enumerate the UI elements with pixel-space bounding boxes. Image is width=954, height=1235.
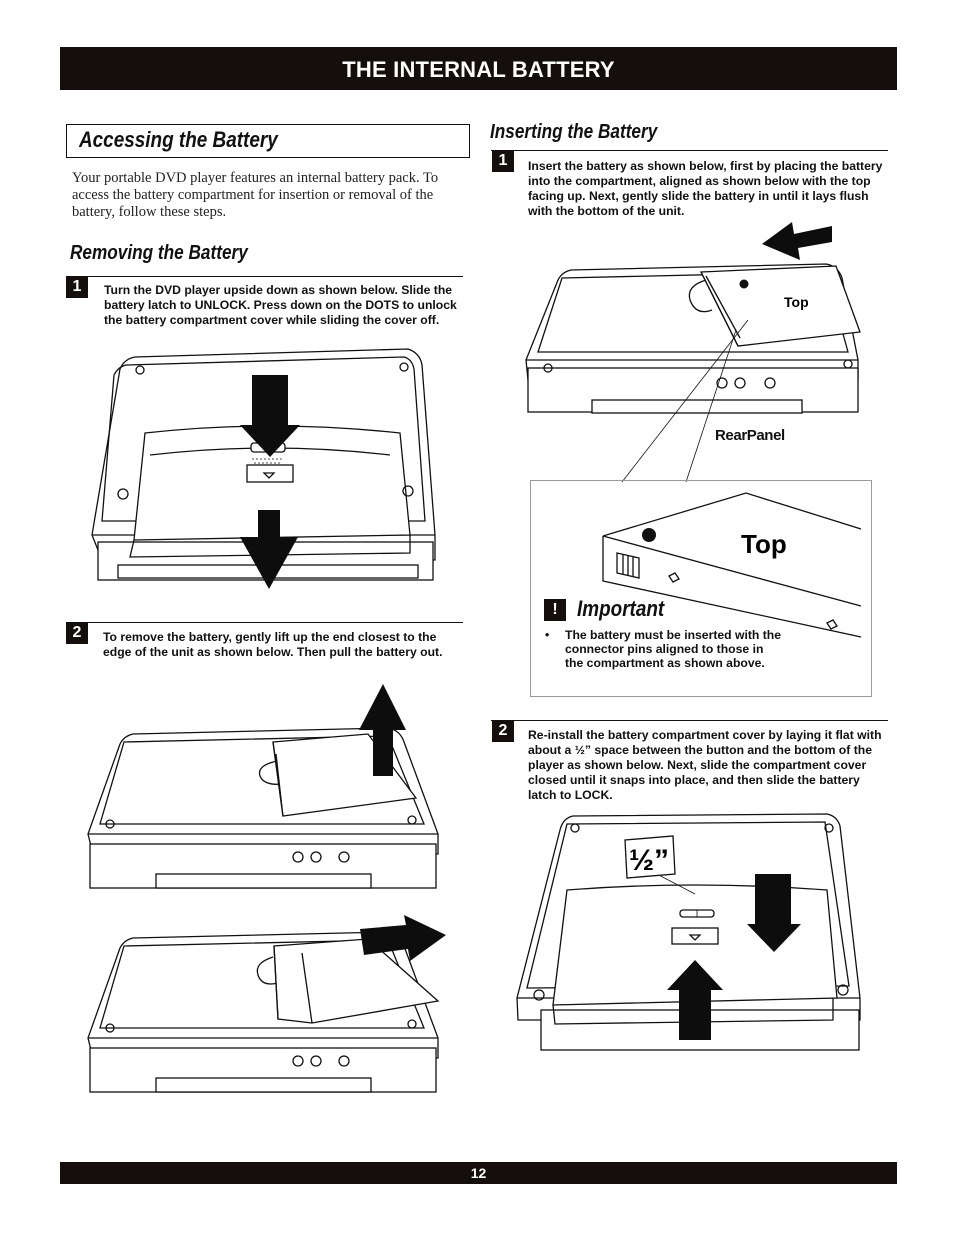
important-box: Top ! Important • The battery must be in… bbox=[530, 480, 872, 697]
important-icon: ! bbox=[544, 599, 566, 621]
inserting-step2-number: 2 bbox=[492, 720, 514, 742]
battery-closeup: Top bbox=[602, 492, 862, 638]
removing-step2-text: To remove the battery, gently lift up th… bbox=[103, 630, 443, 659]
half-inch-label: ½” bbox=[629, 844, 669, 877]
removing-step2-rule bbox=[66, 622, 463, 623]
arrow-up-icon bbox=[667, 960, 723, 1040]
important-bullet: The battery must be inserted with the co… bbox=[565, 628, 782, 670]
important-title: Important bbox=[577, 596, 665, 621]
removing-step1-number: 1 bbox=[66, 276, 88, 298]
top-small-label: Top bbox=[784, 294, 809, 310]
inserting-step2-rule bbox=[491, 720, 888, 721]
top-large-label: Top bbox=[741, 529, 787, 559]
figure-insert-battery: Top bbox=[525, 222, 861, 483]
accessing-title: Accessing the Battery bbox=[79, 127, 278, 152]
figure-lift-battery bbox=[87, 684, 439, 889]
inserting-step1-rule bbox=[491, 150, 888, 151]
bullet-dot: • bbox=[545, 628, 550, 642]
arrow-down-icon bbox=[240, 510, 298, 589]
page-number: 12 bbox=[470, 1165, 487, 1181]
arrow-down-icon bbox=[240, 375, 300, 457]
removing-step1-rule bbox=[66, 276, 463, 277]
page-header: THE INTERNAL BATTERY bbox=[60, 47, 897, 90]
removing-step2-number: 2 bbox=[66, 622, 88, 644]
inserting-step1-text: Insert the battery as shown below, first… bbox=[528, 159, 883, 218]
figure-pull-battery bbox=[87, 915, 446, 1093]
rear-panel-label: RearPanel bbox=[715, 427, 785, 444]
accessing-title-box: Accessing the Battery bbox=[66, 124, 470, 158]
arrow-left-icon bbox=[762, 222, 832, 260]
removing-step1-text: Turn the DVD player upside down as shown… bbox=[104, 283, 457, 327]
inserting-step1-number: 1 bbox=[492, 150, 514, 172]
figure-reinstall-cover: ½” bbox=[516, 813, 861, 1051]
accessing-intro: Your portable DVD player features an int… bbox=[72, 170, 439, 220]
figure-remove-cover bbox=[91, 348, 436, 589]
inserting-title: Inserting the Battery bbox=[490, 121, 658, 143]
page-footer: 12 bbox=[60, 1162, 897, 1184]
arrow-up-icon bbox=[359, 684, 406, 776]
page-title: THE INTERNAL BATTERY bbox=[342, 57, 615, 82]
inserting-step2-text: Re-install the battery compartment cover… bbox=[528, 728, 882, 802]
removing-title: Removing the Battery bbox=[70, 242, 248, 264]
arrow-down-icon bbox=[747, 874, 801, 952]
arrow-right-icon bbox=[360, 915, 446, 961]
